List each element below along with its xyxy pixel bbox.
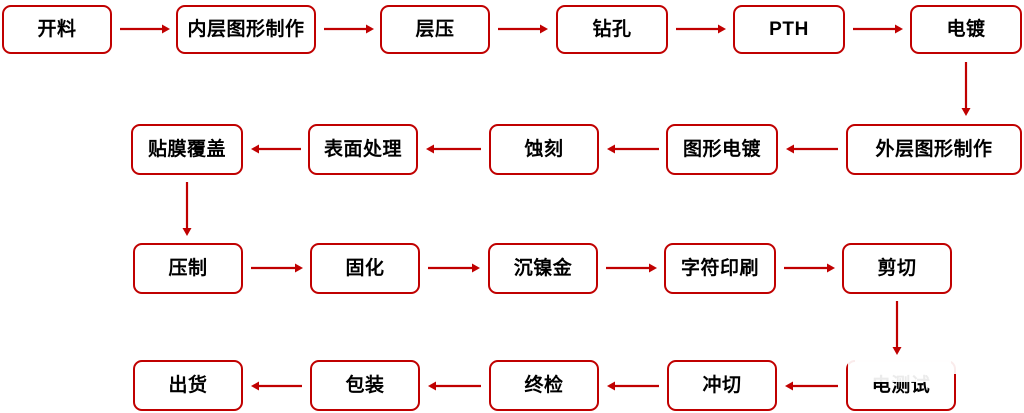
process-node-n13[interactable]: 固化: [310, 243, 420, 294]
connector-arrow-n5-to-n6: [853, 23, 903, 35]
connector-arrow-n9-to-n10: [426, 143, 481, 155]
process-node-n17[interactable]: 电测试: [846, 360, 956, 411]
connector-arrow-n1-to-n2: [120, 23, 170, 35]
connector-arrow-n6-to-n7: [960, 62, 972, 116]
process-node-n14[interactable]: 沉镍金: [488, 243, 598, 294]
process-node-n8[interactable]: 图形电镀: [666, 124, 778, 175]
connector-arrow-n12-to-n13: [251, 262, 303, 274]
process-node-n20[interactable]: 包装: [310, 360, 420, 411]
process-node-n19[interactable]: 终检: [489, 360, 599, 411]
connector-arrow-n18-to-n19: [607, 380, 659, 392]
process-node-n6[interactable]: 电镀: [910, 5, 1022, 54]
connector-arrow-n14-to-n15: [606, 262, 657, 274]
connector-arrow-n3-to-n4: [498, 23, 548, 35]
process-node-n1[interactable]: 开料: [2, 5, 112, 54]
process-node-n11[interactable]: 贴膜覆盖: [131, 124, 243, 175]
connector-arrow-n11-to-n12: [181, 182, 193, 236]
process-node-n4[interactable]: 钻孔: [556, 5, 668, 54]
process-node-n12[interactable]: 压制: [133, 243, 243, 294]
process-node-n5[interactable]: PTH: [733, 5, 845, 54]
connector-arrow-n20-to-n21: [251, 380, 302, 392]
connector-arrow-n17-to-n18: [785, 380, 838, 392]
connector-arrow-n13-to-n14: [428, 262, 480, 274]
process-node-n2[interactable]: 内层图形制作: [176, 5, 316, 54]
process-node-n16[interactable]: 剪切: [842, 243, 952, 294]
connector-arrow-n7-to-n8: [786, 143, 838, 155]
connector-arrow-n2-to-n3: [324, 23, 374, 35]
process-node-n18[interactable]: 冲切: [667, 360, 777, 411]
connector-arrow-n10-to-n11: [251, 143, 301, 155]
process-node-n21[interactable]: 出货: [133, 360, 243, 411]
process-node-n10[interactable]: 表面处理: [308, 124, 418, 175]
connector-arrow-n19-to-n20: [428, 380, 481, 392]
process-node-n15[interactable]: 字符印刷: [664, 243, 776, 294]
process-node-n9[interactable]: 蚀刻: [489, 124, 599, 175]
connector-arrow-n4-to-n5: [676, 23, 726, 35]
connector-arrow-n15-to-n16: [784, 262, 835, 274]
process-node-n7[interactable]: 外层图形制作: [846, 124, 1022, 175]
process-node-n3[interactable]: 层压: [380, 5, 490, 54]
connector-arrow-n16-to-n17: [891, 301, 903, 355]
connector-arrow-n8-to-n9: [607, 143, 659, 155]
